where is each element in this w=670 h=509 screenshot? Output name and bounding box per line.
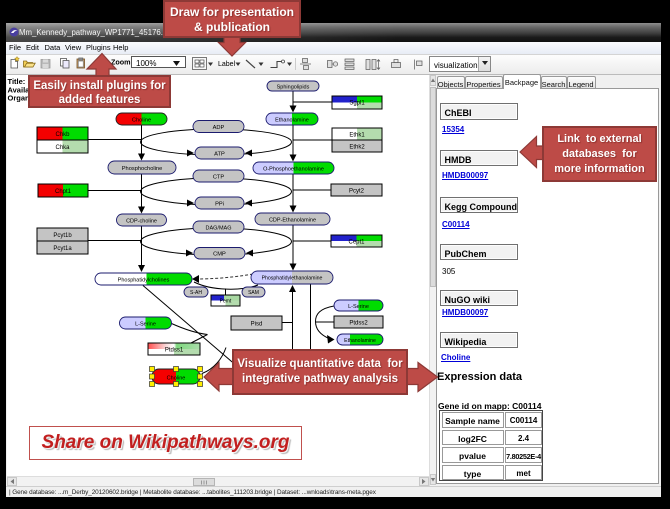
svg-text:CDP-Ethanolamine: CDP-Ethanolamine (269, 218, 316, 224)
svg-text:Sgpl1: Sgpl1 (349, 101, 365, 107)
svg-text:Chkb: Chkb (55, 132, 70, 138)
svg-text:Phosphatidylcholines: Phosphatidylcholines (118, 278, 170, 284)
svg-text:Choline: Choline (132, 118, 151, 124)
svg-text:Chpt1: Chpt1 (55, 189, 72, 195)
svg-text:L-Serine: L-Serine (348, 304, 369, 310)
svg-text:Cept1: Cept1 (348, 240, 365, 246)
svg-text:Organism:: Organism: (8, 94, 46, 103)
svg-text:ADP: ADP (213, 125, 225, 131)
svg-text:Ethanolamine: Ethanolamine (275, 118, 309, 124)
svg-text:O-Phosphoethanolamine: O-Phosphoethanolamine (263, 167, 324, 173)
svg-text:Pcyt1b: Pcyt1b (53, 233, 72, 239)
svg-text:Pcyt2: Pcyt2 (349, 189, 365, 195)
svg-text:Phosphatidylethanolamine: Phosphatidylethanolamine (262, 276, 323, 282)
svg-text:ATP: ATP (214, 152, 225, 158)
svg-text:DAG/MAG: DAG/MAG (206, 226, 232, 232)
svg-text:S-AH: S-AH (190, 290, 202, 296)
svg-text:Zoom:: Zoom: (111, 58, 133, 67)
svg-text:Phosphocholine: Phosphocholine (122, 166, 162, 172)
svg-text:Pcyt1a: Pcyt1a (53, 246, 72, 252)
svg-text:CDP-choline: CDP-choline (126, 219, 157, 225)
svg-text:Choline: Choline (167, 376, 186, 382)
svg-text:Available: Available (8, 86, 41, 95)
svg-text:PPi: PPi (215, 202, 224, 208)
svg-text:Title:: Title: (8, 77, 26, 86)
svg-text:CTP: CTP (213, 175, 225, 181)
svg-text:Pisd: Pisd (251, 322, 263, 328)
svg-text:Ethk2: Ethk2 (349, 145, 365, 151)
svg-text:Ethanolamine: Ethanolamine (344, 338, 376, 344)
svg-text:Label: Label (218, 61, 236, 68)
svg-text:Ethk1: Ethk1 (349, 133, 365, 139)
svg-text:Ptdss1: Ptdss1 (165, 348, 184, 354)
svg-text:Pemt: Pemt (220, 299, 232, 305)
svg-text:Ptdss2: Ptdss2 (349, 321, 368, 327)
svg-text:Chka: Chka (55, 145, 70, 151)
svg-text:CMP: CMP (213, 252, 226, 258)
svg-text:Sphingolipids: Sphingolipids (277, 85, 310, 91)
svg-text:L-Serine: L-Serine (135, 322, 156, 328)
svg-text:SAM: SAM (248, 290, 259, 296)
